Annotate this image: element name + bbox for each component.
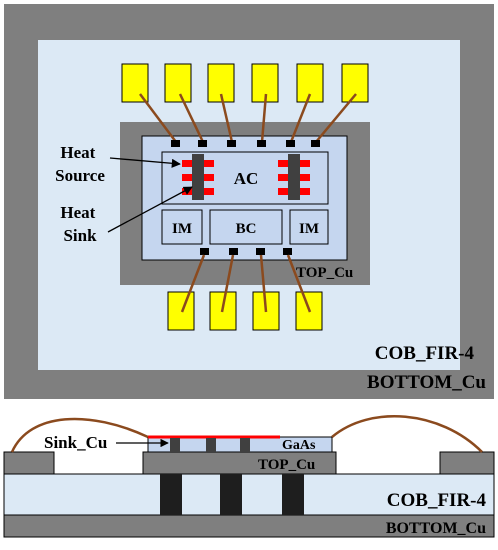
top-bond-wires: [139, 93, 357, 143]
xs-chip-sinks: [170, 438, 250, 452]
bottom-cu-label: BOTTOM_Cu: [367, 372, 486, 393]
heat-sink-right: [288, 154, 300, 200]
heat-sink-label: Heat Sink: [60, 203, 99, 245]
xs-bottom-cu-label: BOTTOM_Cu: [386, 520, 486, 537]
im-right-block: [289, 209, 329, 245]
top-cu-label: TOP_Cu: [296, 265, 353, 281]
pad: [164, 63, 192, 103]
heat-sink-left: [192, 154, 204, 200]
cob-fir4-label: COB_FIR-4: [375, 343, 475, 364]
xs-cob-fir4-label: COB_FIR-4: [387, 490, 487, 511]
xs-top-cu-left: [3, 451, 55, 475]
xs-sink-cu-label: Sink_Cu: [44, 433, 107, 452]
top-pads: [121, 63, 369, 103]
im-right-label: IM: [299, 221, 319, 237]
bottom-bond-wires: [180, 254, 312, 313]
ac-label: AC: [234, 169, 259, 188]
pad: [121, 63, 149, 103]
im-left-label: IM: [172, 221, 192, 237]
pad: [209, 291, 237, 331]
xs-bond-wire-right: [331, 414, 483, 453]
xs-fr4: [3, 473, 495, 516]
xs-thermal-vias: [160, 474, 304, 515]
chip-top-bondpads: [171, 140, 320, 147]
top-view: AC IM BC IM TOP_Cu: [4, 4, 494, 399]
heat-source-arrow: [109, 157, 181, 168]
bottom-pads: [167, 291, 323, 331]
heat-sink-arrow: [107, 186, 193, 233]
bc-label: BC: [236, 221, 257, 237]
pad: [167, 291, 195, 331]
im-left-block: [161, 209, 203, 245]
xs-gaas-label: GaAs: [282, 438, 316, 453]
heat-source-label: Heat Source: [55, 143, 105, 185]
xs-top-cu-right: [439, 451, 495, 475]
xs-bond-wire-left: [10, 417, 149, 453]
heat-sources-right: [278, 160, 310, 195]
chip-bottom-bondpads: [200, 248, 292, 255]
xs-top-cu-label: TOP_Cu: [258, 457, 315, 473]
cross-section: Sink_Cu GaAs TOP_Cu COB_FIR-4 BOTTOM_Cu: [3, 414, 495, 538]
bc-block: [209, 209, 283, 245]
